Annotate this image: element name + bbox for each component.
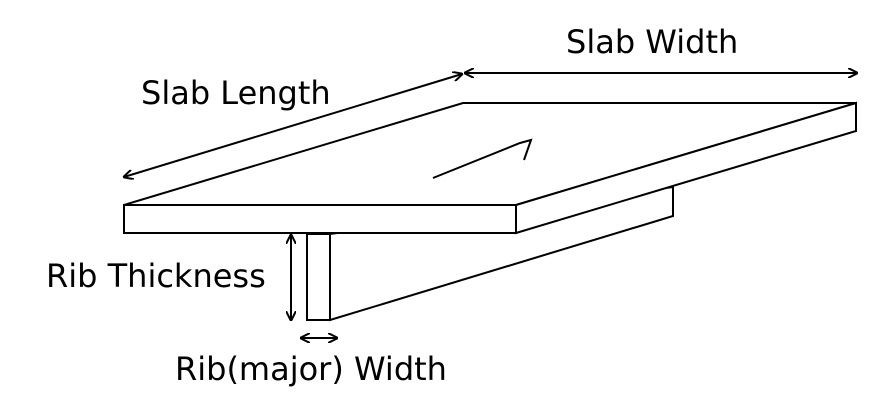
rib-major-width-label: Rib(major) Width <box>175 350 447 388</box>
slab-length-arrow <box>124 74 462 177</box>
rib-front-face <box>306 233 331 321</box>
break-line-symbol <box>432 138 533 179</box>
rib-thickness-label: Rib Thickness <box>46 257 266 295</box>
slab-length-label: Slab Length <box>141 74 331 112</box>
slab-width-label: Slab Width <box>566 23 739 61</box>
slab-front-face <box>123 204 517 234</box>
slab-side-face <box>515 101 857 235</box>
slab <box>123 101 857 235</box>
